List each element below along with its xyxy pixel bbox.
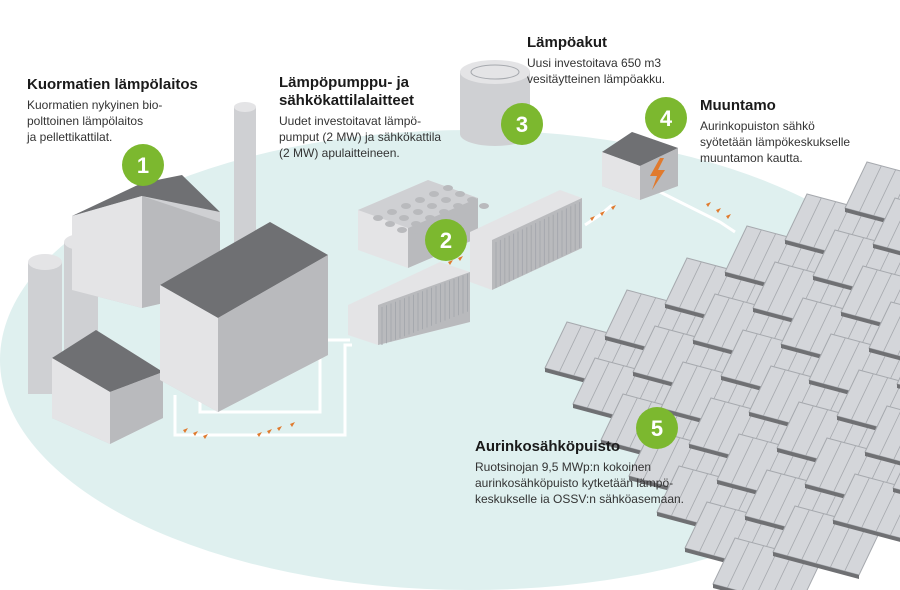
transformer-building: [602, 132, 678, 200]
small-building: [52, 330, 163, 444]
label-title: Kuormatien lämpölaitos: [27, 76, 198, 93]
label-title: Aurinkosähköpuisto: [475, 438, 621, 455]
flow-arrow: [600, 211, 605, 216]
desc-line: Uudet investoitavat lämpö-: [279, 114, 422, 128]
fan-unit: [439, 209, 449, 215]
badges: 1 2 3 4 5: [122, 97, 687, 449]
fan-unit: [425, 215, 435, 221]
fan-unit: [415, 197, 425, 203]
flow-arrow: [706, 202, 711, 207]
badge-circle: [501, 103, 543, 145]
desc-line: aurinkosähköpuisto kytketään lämpö-: [475, 476, 674, 490]
desc-line: syötetään lämpökeskukselle: [700, 135, 851, 149]
desc-line: Kuormatien nykyinen bio-: [27, 98, 163, 112]
label-desc: Uusi investoitava 650 m3 vesitäytteinen …: [527, 55, 665, 87]
fan-unit: [455, 191, 465, 197]
solar-panel: [892, 472, 900, 494]
flow-arrow: [590, 216, 595, 221]
badge-circle: [122, 144, 164, 186]
label-desc: Uudet investoitavat lämpö- pumput (2 MW)…: [279, 113, 441, 161]
fan-unit: [399, 215, 409, 221]
fan-unit: [387, 209, 397, 215]
solar-panel: [896, 376, 900, 389]
solar-panel: [872, 197, 900, 256]
fan-unit: [479, 203, 489, 209]
label-desc: Kuormatien nykyinen bio- polttoinen lämp…: [27, 97, 198, 145]
label-title: Muuntamo: [700, 97, 776, 114]
desc-line: Uusi investoitava 650 m3: [527, 56, 662, 70]
flow-arrow: [611, 205, 616, 210]
pipes: [173, 190, 736, 437]
badge-1: 1: [122, 144, 164, 186]
flow-arrow: [257, 432, 262, 437]
fan-unit: [467, 197, 477, 203]
fan-unit: [427, 203, 437, 209]
flow-arrow: [290, 422, 295, 427]
badge-number: 5: [651, 416, 663, 441]
flow-arrow: [716, 208, 721, 213]
flow-arrow: [726, 214, 731, 219]
desc-line: Ruotsinojan 9,5 MWp:n kokoinen: [475, 460, 652, 474]
fan-unit: [411, 221, 421, 227]
desc-line: polttoinen lämpölaitos: [27, 114, 144, 128]
badge-number: 4: [660, 106, 673, 131]
flow-arrow: [448, 260, 453, 265]
desc-line: keskukselle ia OSSV:n sähköasemaan.: [475, 492, 684, 506]
label-transformer: Muuntamo Aurinkopuiston sähkö syötetään …: [700, 97, 850, 166]
fan-unit: [409, 233, 419, 239]
badge-2: 2: [425, 219, 467, 261]
lightning-icon: [650, 158, 665, 190]
solar-panel: [864, 405, 900, 466]
label-heating-plant: Kuormatien lämpölaitos Kuormatien nykyin…: [27, 76, 198, 145]
fan-unit: [441, 197, 451, 203]
flow-arrow: [277, 426, 282, 431]
desc-line: muuntamon kautta.: [700, 151, 803, 165]
fan-unit: [465, 209, 475, 215]
desc-line: ja pellettikattilat.: [27, 130, 113, 144]
flow-arrow: [203, 434, 208, 439]
fan-unit: [373, 215, 383, 221]
badge-number: 1: [137, 153, 149, 178]
badge-circle: [636, 407, 678, 449]
label-title: Lämpöpumppu- ja: [279, 74, 409, 91]
label-desc: Ruotsinojan 9,5 MWp:n kokoinen aurinkosä…: [475, 459, 684, 507]
fan-unit: [397, 227, 407, 233]
desc-line: Aurinkopuiston sähkö: [700, 119, 815, 133]
badge-5: 5: [636, 407, 678, 449]
badge-circle: [425, 219, 467, 261]
label-solar-park: Aurinkosähköpuisto Ruotsinojan 9,5 MWp:n…: [475, 438, 684, 507]
flow-arrow: [267, 429, 272, 434]
desc-line: pumput (2 MW) ja sähkökattila: [279, 130, 442, 144]
label-desc: Aurinkopuiston sähkö syötetään lämpökesk…: [700, 118, 850, 166]
flow-arrow: [193, 431, 198, 436]
flow-arrow: [183, 428, 188, 433]
badge-4: 4: [645, 97, 687, 139]
main-building: [160, 222, 328, 412]
badge-number: 3: [516, 112, 528, 137]
badge-number: 2: [440, 228, 452, 253]
desc-line: vesitäytteinen lämpöakku.: [527, 72, 666, 86]
fan-unit: [453, 203, 463, 209]
fan-unit: [429, 191, 439, 197]
label-heat-accumulator: Lämpöakut Uusi investoitava 650 m3 vesit…: [527, 34, 665, 87]
solar-panel: [832, 473, 900, 542]
desc-line: (2 MW) apulaitteineen.: [279, 146, 400, 160]
fan-unit: [385, 221, 395, 227]
label-heat-pumps: Lämpöpumppu- ja sähkökattilalaitteet Uud…: [279, 74, 441, 161]
label-title-2: sähkökattilalaitteet: [279, 92, 415, 109]
solar-panel-field: [544, 161, 900, 590]
label-title: Lämpöakut: [527, 34, 608, 51]
badge-circle: [645, 97, 687, 139]
fan-unit: [451, 215, 461, 221]
solar-panel: [868, 301, 900, 361]
fan-unit: [401, 203, 411, 209]
flow-arrow: [458, 256, 463, 261]
fan-unit: [443, 185, 453, 191]
badge-3: 3: [501, 103, 543, 145]
fan-unit: [413, 209, 423, 215]
